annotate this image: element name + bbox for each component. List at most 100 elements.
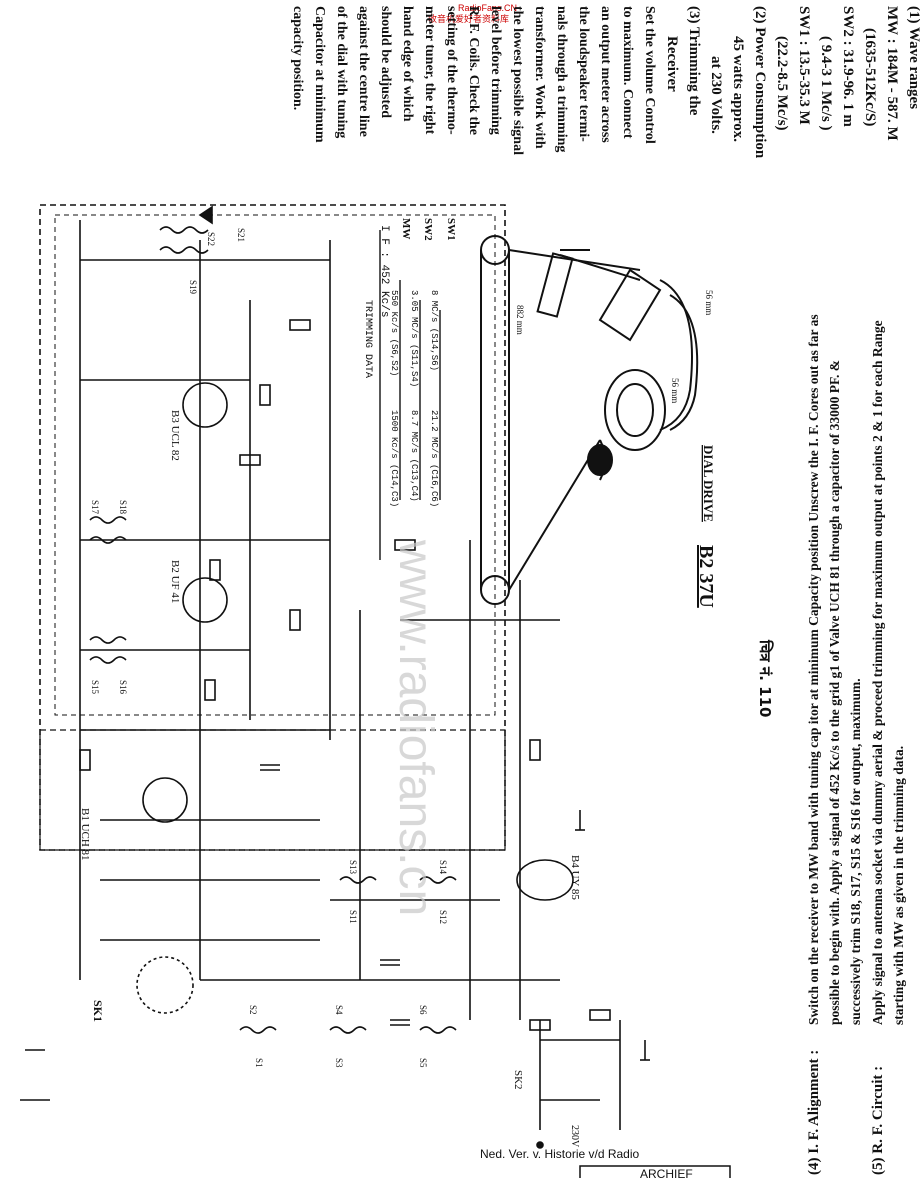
component-labels: B1 UCH 81 B2 UF 41 B3 UCL 82 B4 UY 85 SK… (79, 228, 581, 1148)
coil-label: S17 (90, 500, 100, 515)
trimming-instruction-line: hand edge of which (400, 6, 415, 122)
if-alignment-line: successively trim S18, S17, S15 & S16 fo… (848, 678, 863, 1025)
trimming-instruction-line: capacity position. (290, 6, 305, 110)
trimming-instruction-line: the lowest possible signal (510, 6, 525, 155)
trimming-mw-high: 550 Kc/s (S6,S2) (389, 290, 399, 376)
if-alignment-line: possible to begin with. Apply a signal o… (827, 360, 842, 1025)
coil-label: S13 (348, 860, 358, 875)
valve-b4-icon (516, 859, 574, 901)
coil-label: S4 (334, 1005, 344, 1015)
valve-b1-icon (142, 777, 188, 823)
dial-drum-icon (604, 369, 666, 451)
dial-drive (480, 235, 699, 605)
if-alignment-line: Switch on the receiver to MW band with t… (806, 314, 821, 1025)
trimming-mw-low: 1500 Kc/s (C14,C3) (389, 410, 399, 507)
if-transformer-s16-s15 (89, 636, 127, 664)
footer-archive: ARCHIEF (640, 1167, 693, 1178)
trimming-instruction-line: setting of the thermo- (444, 6, 459, 135)
valve-b3-icon (182, 382, 228, 428)
sw2-range: SW2 : 31.9-96. 1 m (840, 6, 856, 127)
rf-circuit-text: Apply signal to antenna socket via dummy… (870, 320, 906, 1025)
trimming-instruction-line: should be adjusted (378, 6, 393, 118)
if-alignment-text: Switch on the receiver to MW band with t… (806, 314, 863, 1025)
model-label: B2 37U (695, 545, 717, 608)
trimming-receiver: Receiver (664, 36, 680, 92)
footer-credit: Ned. Ver. v. Historie v/d Radio (480, 1147, 640, 1161)
sw2-freq: ( 9.4-3 1 Mc/s ) (818, 36, 834, 131)
rf-circuit-line: Apply signal to antenna socket via dummy… (870, 320, 885, 1025)
watermark-top-line1: RadioFans.CN (458, 3, 517, 13)
trimming-sw1-low: 21.2 MC/s (C16,C6) (429, 410, 439, 507)
archive-stamp (579, 1165, 731, 1178)
valve-b2-icon (182, 577, 228, 623)
band-mw-label: MW (400, 218, 412, 239)
trimming-instruction-line: the loudspeaker termi- (576, 6, 591, 142)
speaker-coil-label: S21 (236, 228, 246, 242)
wave-ranges-heading: (1) Wave ranges (906, 6, 920, 109)
osc-coils-s11-s14 (339, 876, 457, 884)
if-transformer-s18-s17 (89, 516, 127, 544)
valve-b2-label: B2 UF 41 (169, 560, 181, 603)
dial-drive-label: DIAL DRIVE (701, 445, 716, 522)
watermark-center: www.radiofans.cn (389, 539, 442, 916)
band-sw2-label: SW2 (422, 218, 434, 241)
power-heading: (2) Power Consumption (752, 6, 768, 159)
sw1-range: SW1 : 13.5-35.3 M (796, 6, 812, 125)
speaker-icon (198, 205, 213, 225)
band-labels: MW SW2 SW1 (400, 218, 457, 241)
coil-label: S12 (438, 910, 448, 924)
specs-block: (1) Wave ranges MW : 184M - 587. M (1635… (290, 6, 920, 159)
chassis-outline (39, 204, 506, 851)
trimming-instruction-line: against the centre line (356, 6, 371, 137)
trimming-instruction-line: Set the volume Control (642, 6, 657, 144)
dial-dimension-1: 882 mm (515, 305, 525, 335)
rf-circuit-heading: (5) R. F. Circuit : (870, 1066, 886, 1175)
speaker-label: S22 (206, 232, 216, 246)
coil-label: S6 (418, 1005, 428, 1015)
trimming-sw2-low: 8.7 MC/s (C13,C4) (409, 410, 419, 502)
if-alignment-heading: (4) I. F. Alignment : (806, 1050, 822, 1175)
band-sw1-label: SW1 (445, 218, 457, 241)
watermark-top-line2: 收音机爱好者资料库 (428, 13, 509, 25)
valve-b1-label: B1 UCH 81 (79, 808, 91, 861)
mains-voltage-label: 230V (569, 1125, 580, 1148)
valve-b4-label: B4 UY 85 (569, 855, 581, 900)
trimming-instructions: Set the volume Control to maximum. Connec… (290, 6, 657, 155)
trimming-instruction-line: of the dial with tuning (334, 6, 349, 138)
trimming-instruction-line: meter tuner, the right (422, 6, 437, 135)
switch-sk1-icon (136, 956, 194, 1014)
trimming-instruction-line: level before trimming (488, 6, 503, 135)
trimming-sw1-high: 8 MC/s (S14,S6) (429, 290, 439, 371)
mains-socket-icon (536, 1141, 544, 1149)
output-transformer-label: S19 (188, 280, 198, 295)
output-transformer-s19 (159, 226, 209, 254)
coil-label: S2 (248, 1005, 258, 1015)
circuit-schematic (20, 204, 650, 1149)
trimming-data-table: I F : 452 Kc/s MW SW2 SW1 TRIMMING DATA … (362, 218, 457, 560)
switch-sk1-label: SK1 (91, 1000, 105, 1022)
if-section-outline (54, 214, 496, 716)
trimming-instruction-line: R. F. Coils. Check the (466, 6, 481, 135)
trimming-instruction-line: transformer. Work with (532, 6, 547, 149)
sw1-freq: (22.2-8.5 Mc/s) (774, 36, 790, 131)
trimming-instruction-line: to maximum. Connect (620, 6, 635, 139)
switch-sk2-label: SK2 (512, 1070, 524, 1090)
trimming-title: TRIMMING DATA (362, 300, 373, 378)
trimming-instruction-line: nals through a trimming (554, 6, 569, 152)
coil-label: S3 (334, 1058, 344, 1068)
watermark-top: RadioFans.CN 收音机爱好者资料库 (428, 3, 517, 25)
power-line2: at 230 Volts. (708, 56, 724, 134)
coil-label: S14 (438, 860, 448, 875)
trimming-instruction-line: an output meter across (598, 6, 613, 143)
power-line1: 45 watts approx. (730, 36, 746, 142)
trimming-sw2-high: 3.05 MC/s (S11,S4) (409, 290, 419, 387)
dial-dimension-3: 56 mm (704, 290, 714, 315)
trimming-if-label: I F : 452 Kc/s (378, 225, 390, 317)
trimming-instruction-line: Capacitor at minimum (312, 6, 327, 143)
coil-label: S11 (348, 910, 358, 924)
trimming-heading: (3) Trimming the (686, 6, 702, 116)
coil-label: S15 (90, 680, 100, 695)
valve-b3-label: B3 UCL 82 (169, 410, 181, 461)
aerial-coils-s1-s6 (239, 1026, 457, 1034)
